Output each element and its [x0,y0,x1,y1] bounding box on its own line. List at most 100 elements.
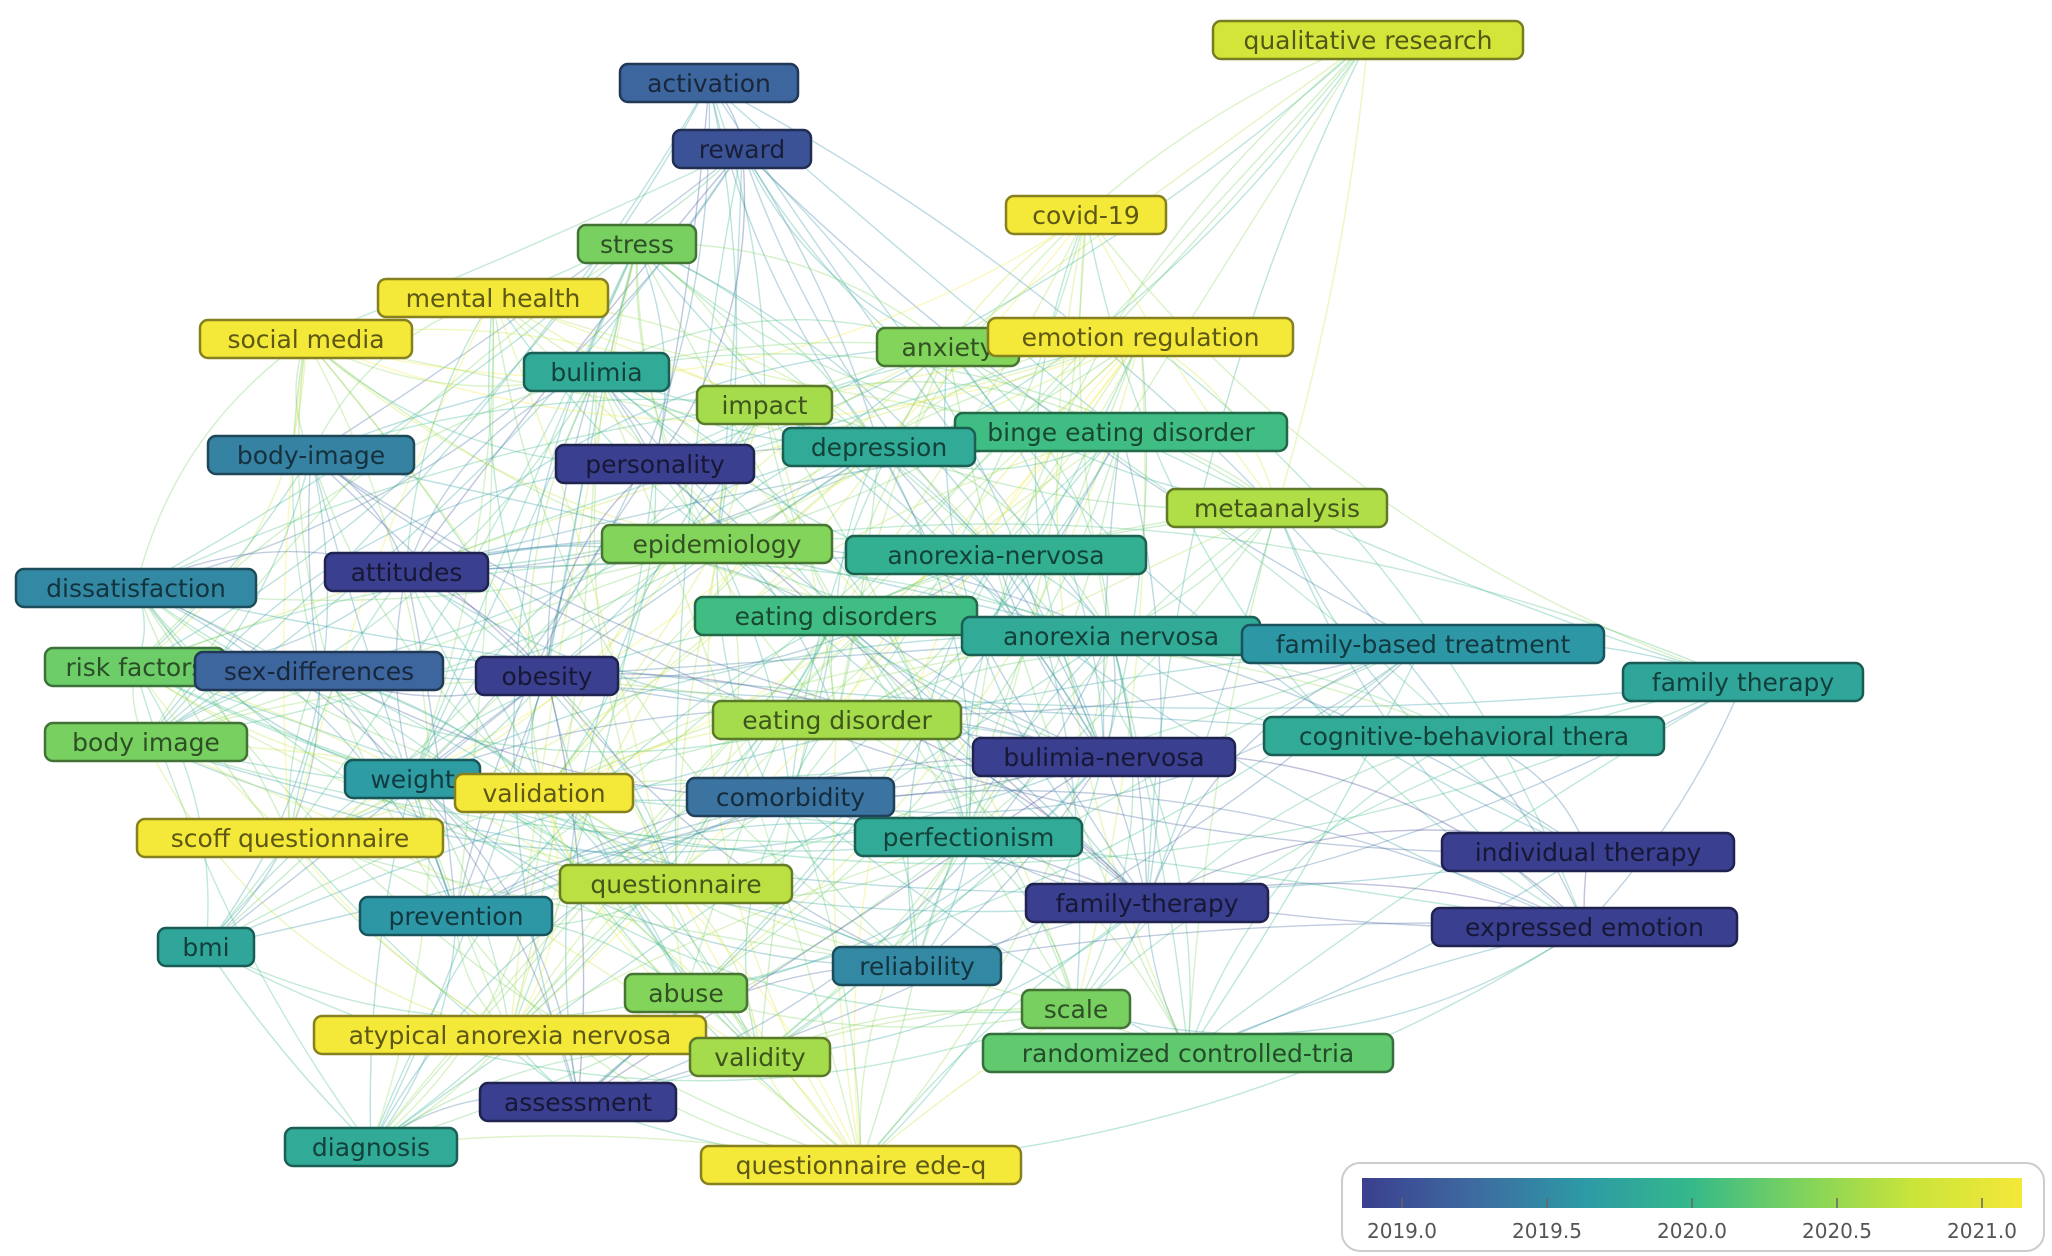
node-social-media[interactable]: social media [198,318,414,360]
network-link [310,454,545,794]
network-link [741,148,997,556]
node-metaanalysis[interactable]: metaanalysis [1165,487,1389,529]
node-eating-disorders[interactable]: eating disorders [693,595,979,637]
network-link [1110,635,1189,1054]
network-link [759,1009,1189,1058]
node-label: prevention [389,902,524,931]
node-dissatisfaction[interactable]: dissatisfaction [14,567,258,609]
network-link [1187,643,1424,1054]
node-label: bulimia-nervosa [1003,743,1204,772]
node-eating-disorder[interactable]: eating disorder [711,699,963,741]
node-impact[interactable]: impact [695,384,834,426]
network-link [1085,214,1278,509]
node-validity[interactable]: validity [688,1036,832,1078]
network-link [492,148,743,299]
network-link [509,792,559,1036]
node-individual-therapy[interactable]: individual therapy [1440,831,1736,873]
network-link [543,463,657,794]
node-questionnaire-ede-q[interactable]: questionnaire ede-q [699,1144,1023,1186]
network-link [995,554,1191,1054]
node-prevention[interactable]: prevention [358,895,554,937]
legend-tick-label: 2020.5 [1802,1219,1872,1243]
node-label: individual therapy [1475,838,1702,867]
network-link [947,346,1112,637]
network-link [1187,507,1278,1054]
node-bulimia-nervosa[interactable]: bulimia-nervosa [971,736,1237,778]
node-box [623,972,749,1014]
node-qualitative-research[interactable]: qualitative research [1211,19,1525,61]
node-box [474,655,620,697]
node-label: questionnaire [590,870,761,899]
node-perfectionism[interactable]: perfectionism [853,816,1084,858]
network-link [135,338,307,589]
network-link [145,741,511,1036]
node-box [43,721,249,763]
network-link [488,297,548,677]
node-anorexia-nervosa[interactable]: anorexia nervosa [960,615,1262,657]
node-scale[interactable]: scale [1020,988,1132,1030]
network-link [995,554,1148,904]
node-label: assessment [504,1088,652,1117]
node-emotion-regulation[interactable]: emotion regulation [986,316,1295,358]
network-link [145,371,598,743]
node-randomized-controlled-tria[interactable]: randomized controlled-tria [981,1032,1395,1074]
node-box [522,351,671,393]
network-link [1120,39,1369,433]
node-box [376,277,610,319]
node-depression[interactable]: depression [781,426,977,468]
node-diagnosis[interactable]: diagnosis [283,1126,459,1168]
node-attitudes[interactable]: attitudes [323,551,490,593]
node-family-therapy[interactable]: family therapy [1621,661,1865,703]
node-box [986,316,1295,358]
node-epidemiology[interactable]: epidemiology [600,523,834,565]
network-link [860,1008,1077,1166]
node-activation[interactable]: activation [618,62,800,104]
network-link [916,635,1112,967]
node-body-image[interactable]: body image [43,721,249,763]
network-link [205,796,791,948]
node-reward[interactable]: reward [671,128,813,170]
node-abuse[interactable]: abuse [623,972,749,1014]
node-family-therapy[interactable]: family-therapy [1024,882,1270,924]
network-link [685,756,1105,994]
node-box [1440,831,1736,873]
node-obesity[interactable]: obesity [474,655,620,697]
node-box [323,551,490,593]
network-link [675,554,997,885]
node-comorbidity[interactable]: comorbidity [685,776,896,818]
node-cognitive-behavioral-thera[interactable]: cognitive-behavioral thera [1262,715,1666,757]
node-binge-eating-disorder[interactable]: binge eating disorder [953,411,1289,453]
node-stress[interactable]: stress [576,223,698,265]
node-box [1262,715,1666,757]
node-bmi[interactable]: bmi [156,926,256,968]
node-reliability[interactable]: reliability [831,945,1003,987]
node-label: depression [811,433,947,462]
node-expressed-emotion[interactable]: expressed emotion [1430,906,1739,948]
network-link [546,371,598,677]
node-assessment[interactable]: assessment [478,1081,678,1123]
node-validation[interactable]: validation [453,772,635,814]
node-mental-health[interactable]: mental health [376,277,610,319]
node-label: family therapy [1652,668,1835,697]
node-atypical-anorexia-nervosa[interactable]: atypical anorexia nervosa [312,1014,708,1056]
node-bulimia[interactable]: bulimia [522,351,671,393]
node-personality[interactable]: personality [554,443,756,485]
network-link [967,507,1278,838]
node-box [198,318,414,360]
node-label: anorexia-nervosa [887,541,1104,570]
node-weight[interactable]: weight [343,758,482,800]
network-link [1075,635,1134,1010]
node-box [453,772,635,814]
node-box [844,534,1148,576]
node-body-image[interactable]: body-image [206,434,416,476]
node-covid-19[interactable]: covid-19 [1004,194,1168,236]
node-label: stress [600,230,674,259]
node-scoff-questionnaire[interactable]: scoff questionnaire [135,817,445,859]
network-link [291,338,320,672]
node-family-based-treatment[interactable]: family-based treatment [1240,623,1606,665]
node-anorexia-nervosa[interactable]: anorexia-nervosa [844,534,1148,576]
node-questionnaire[interactable]: questionnaire [558,863,794,905]
network-link [1276,39,1369,509]
node-sex-differences[interactable]: sex-differences [193,650,445,692]
network-link [1102,431,1122,758]
